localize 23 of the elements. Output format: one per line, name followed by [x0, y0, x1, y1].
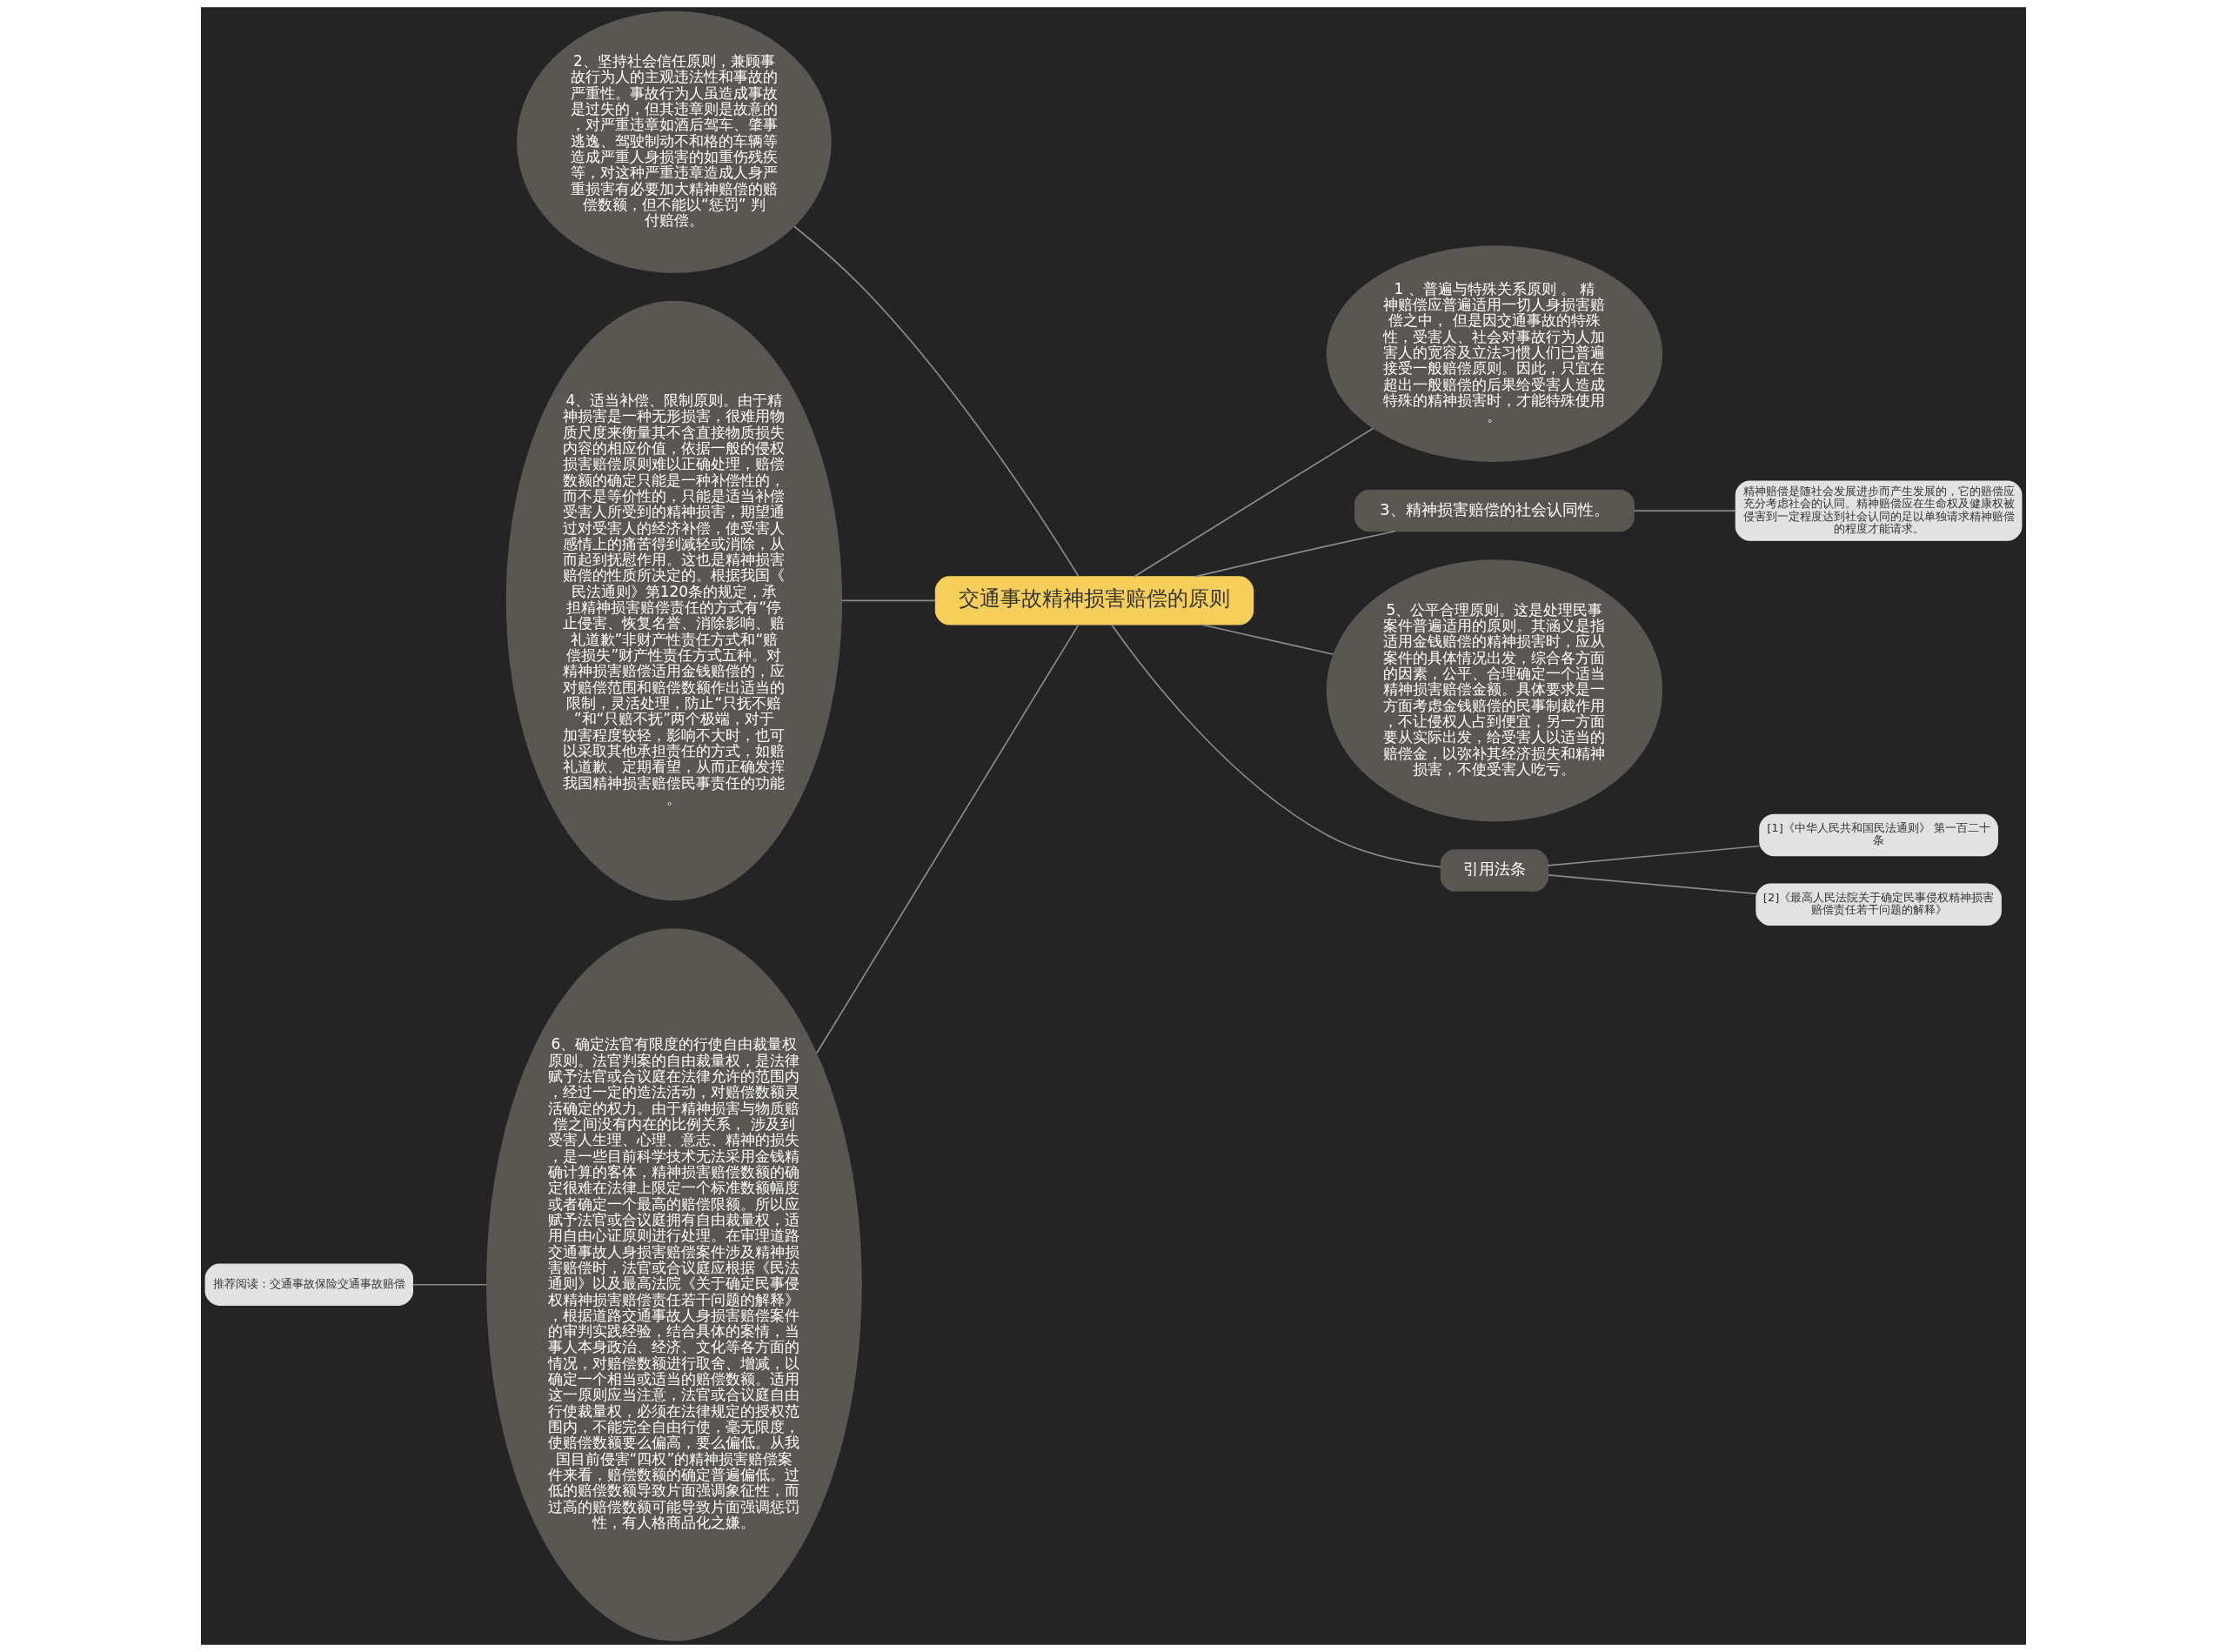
node-ellipse: 4、适当补偿、限制原则。由于精神损害是一种无形损害，很难用物质尺度来衡量其不含直接物质损失内容的相应价值，依据一般的侵权损害赔偿原则难以正确处理，赔偿数额的确定只能是一种补偿性的，而不是等价性的，只能是适当补偿受害人所受到的精神损害，期望通过对受害人的经济补偿，使受害人感情上的痛苦得到减轻或消除，从而起到抚慰作用。这也是精神损害赔偿的性质所决定的。根据我国《民法通则》第120条的规定，承担精神损害赔偿责任的方式有“停止侵害、恢复名誉、消除影响、赔礼道歉”非财产性责任方式和“赔偿损失”财产性责任方式五种。对精神损害赔偿适用金钱赔偿的，应对赔偿范围和赔偿数额作出适当的限制，灵活处理，防止“只抚不赔”和“只赔不抚”两个极端，对于加害程度较轻，影响不大时，也可以采取其他承担责任的方式，如赔礼道歉、定期看望，从而正确发挥我国精神损害赔偿民事责任的功能。: [505, 300, 843, 901]
node-ellipse: 6、确定法官有限度的行使自由裁量权原则。法官判案的自由裁量权，是法律赋予法官或合议庭在法律允许的范围内，经过一定的造法活动，对赔偿数额灵活确定的权力。由于精神损害与物质赔偿之间没有内在的比例关系， 涉及到受害人生理、心理、意志、精神的损失，是一些目前科学技术无法采用金钱精确计算的客体，精神损害赔偿数额的确定很难在法律上限定一个标准数额幅度或者确定一个最高的赔偿限额。所以应赋予法官或合议庭拥有自由裁量权，适用自由心证原则进行处理。在审理道路交通事故人身损害赔偿案件涉及精神损害赔偿时，法官或合议庭应根据《民法通则》以及最高法院《关于确定民事侵权精神损害赔偿责任若干问题的解释》，根据道路交通事故人身损害赔偿案件的审判实践经验，结合具体的案情，当事人本身政治、经济、文化等各方面的情况，对赔偿数额进行取舍、增减，以确定一个相当或适当的赔偿数额。适用这一原则应当注意，法官或合议庭自由行使裁量权，必须在法律规定的授权范围内，不能完全自由行使，毫无限度，使赔偿数额要么偏高，要么偏低。从我国目前侵害“四权”的精神损害赔偿案件来看，赔偿数额的确定普遍偏低。过低的赔偿数额导致片面强调象征性，而过高的赔偿数额可能导致片面强调惩罚性，有人格商品化之嫌。: [486, 928, 862, 1642]
connector: [1194, 530, 1396, 578]
node-box: 引用法条: [1440, 849, 1549, 892]
node-ellipse: 5、公平合理原则。这是处理民事案件普遍适用的原则。其涵义是指适用金钱赔偿的精神损害时，应从案件的具体情况出发，综合各方面的因素，公平、合理确定一个适当精神损害赔偿金额。具体要求是一方面考虑金钱赔偿的民事制裁作用，不让侵权人占到便宜，另一方面要从实际出发，给受害人以适当的赔偿金，以弥补其经济损失和精神损害，不使受害人吃亏。: [1326, 559, 1663, 822]
node-box: [2]《最高人民法院关于确定民事侵权精神损害赔偿责任若干问题的解释》: [1756, 883, 2002, 926]
connector: [1548, 874, 1757, 895]
connector: [816, 624, 1080, 1054]
node-ellipse: 2、坚持社会信任原则，兼顾事故行为人的主观违法性和事故的严重性。事故行为人虽造成事故是过失的，但其违章则是故意的，对严重违章如酒后驾车、肇事逃逸、驾驶制动不和格的车辆等造成严重人身损害的如重伤残疾等，对这种严重违章造成人身严重损害有必要加大精神赔偿的赔偿数额，但不能以“惩罚” 判付赔偿。: [517, 10, 832, 273]
node-box: [1]《中华人民共和国民法通则》 第一百二十条: [1759, 813, 1998, 857]
connector: [1133, 427, 1374, 578]
connector: [411, 1283, 488, 1286]
node-box: 3、精神损害赔偿的社会认同性。: [1354, 489, 1635, 532]
connector: [1111, 624, 1442, 868]
connector: [793, 225, 1080, 578]
connector: [1548, 845, 1761, 866]
node-box: 精神赔偿是随社会发展进步而产生发展的，它的赔偿应充分考虑社会的认同。精神赔偿应在生命权及健康权被侵害到一定程度达到社会认同的足以单独请求精神赔偿的程度才能请求。: [1735, 480, 2023, 541]
node-box: 交通事故精神损害赔偿的原则: [934, 576, 1254, 625]
node-ellipse: 1 、普遍与特殊关系原则 。 精神赔偿应普遍适用一切人身损害赔偿之中， 但是因交通事故的特殊性，受害人、社会对事故行为人加害人的宽容及立法习惯人们已普遍接受一般赔偿原则。因此，只宜在超出一般赔偿的后果给受害人造成特殊的精神损害时，才能特殊使用。: [1326, 245, 1663, 462]
connector: [1633, 510, 1737, 512]
connector: [1200, 624, 1334, 656]
connector: [840, 599, 937, 602]
node-box: 推荐阅读：交通事故保险交通事故赔偿: [204, 1263, 413, 1306]
